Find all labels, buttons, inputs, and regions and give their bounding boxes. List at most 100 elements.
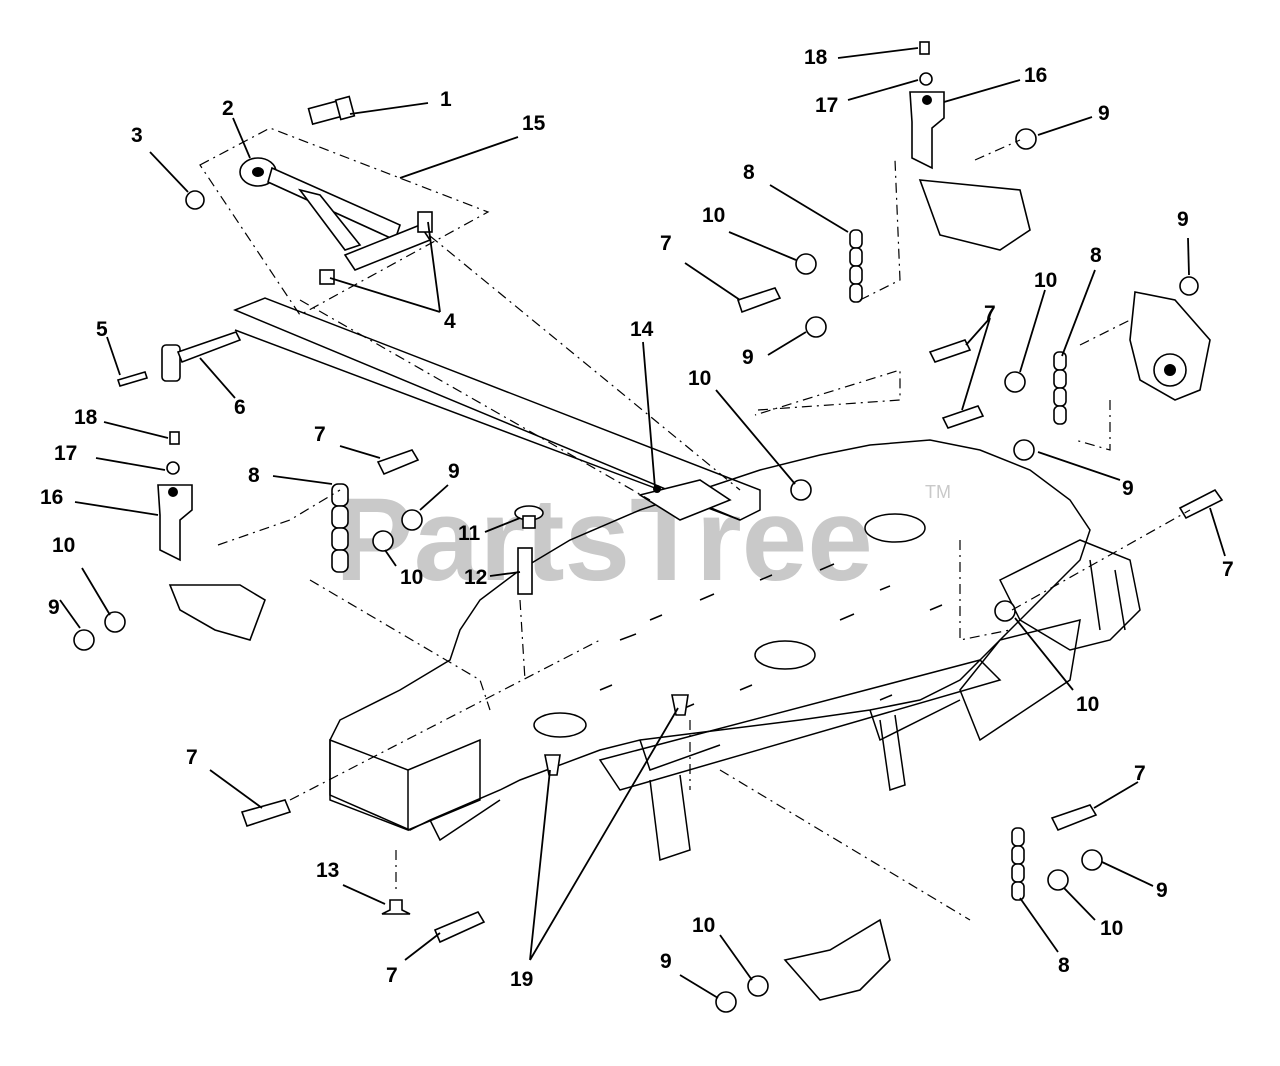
callout-9-mid[interactable]: 9 [448, 460, 460, 483]
callout-9-bottom-right[interactable]: 9 [1156, 879, 1168, 902]
nut-9-bottom-icon [715, 991, 737, 1013]
nut-9-right-icon [1179, 276, 1199, 296]
callout-10-bottom[interactable]: 10 [692, 914, 715, 937]
plate-14-icon [637, 479, 732, 521]
pivot-arm-2-icon [239, 157, 432, 271]
callout-17-right[interactable]: 17 [815, 94, 838, 117]
lift-bracket-left-icon [168, 584, 266, 641]
callout-8-right[interactable]: 8 [1090, 244, 1102, 267]
bolt-7-right-upper-icon [928, 339, 972, 363]
callout-17-left[interactable]: 17 [54, 442, 77, 465]
bolt-7-bottom-right-icon [1050, 804, 1098, 832]
callout-7-bottom-right[interactable]: 7 [1134, 762, 1146, 785]
callout-10-upper-center[interactable]: 10 [702, 204, 725, 227]
callout-9-bottom[interactable]: 9 [660, 950, 672, 973]
nut-9-bottom-right-icon [1081, 849, 1103, 871]
bolt-7-left-upper-icon [376, 449, 420, 476]
right-rear-hanger [959, 539, 1141, 742]
callout-11[interactable]: 11 [458, 522, 481, 545]
callout-8-bottom[interactable]: 8 [1058, 954, 1070, 977]
bolt-7-upper-center-icon [736, 287, 782, 314]
bolt-1-icon [307, 95, 356, 126]
washer-17-left-icon [166, 461, 180, 475]
pivot-plate-right-icon [1129, 291, 1211, 401]
callout-labels: 1 2 3 15 4 5 6 18 17 16 9 8 10 7 9 14 9 … [40, 46, 1234, 991]
callout-16-left[interactable]: 16 [40, 486, 63, 509]
nut-10-right-deck-icon [994, 600, 1016, 622]
bolt-13-icon [381, 899, 411, 915]
callout-9-far-left[interactable]: 9 [48, 596, 60, 619]
callout-7-left-upper[interactable]: 7 [314, 423, 326, 446]
nut-9-right-top-icon [1015, 128, 1037, 150]
nut-10-mid-icon [372, 530, 394, 552]
callout-9-right[interactable]: 9 [1177, 208, 1189, 231]
carriage-bolt-19b-icon [671, 694, 689, 716]
bushing-4a-icon [417, 211, 433, 233]
watermark-text: PartsTree [335, 474, 873, 606]
callout-10-bottom-right[interactable]: 10 [1100, 917, 1123, 940]
bolt-7-right-lower-icon [941, 405, 985, 429]
callout-7-upper-center[interactable]: 7 [660, 232, 672, 255]
callout-7-right-upper[interactable]: 7 [984, 302, 996, 325]
nut-10-bottom-icon [747, 975, 769, 997]
callout-16-right[interactable]: 16 [1024, 64, 1047, 87]
callout-5[interactable]: 5 [96, 318, 108, 341]
callout-7-bottom[interactable]: 7 [386, 964, 398, 987]
callout-10-left[interactable]: 10 [52, 534, 75, 557]
callout-2[interactable]: 2 [222, 97, 234, 120]
lift-bracket-right-icon [918, 179, 1031, 251]
assembly-lines [199, 127, 1191, 921]
leader-lines [59, 47, 1226, 999]
callout-8-left[interactable]: 8 [248, 464, 260, 487]
callout-15[interactable]: 15 [522, 112, 546, 135]
spacer-12-icon [517, 547, 533, 595]
callout-14[interactable]: 14 [630, 318, 654, 341]
chain-8-right-icon [1053, 351, 1067, 425]
bolt-7-far-right-icon [1178, 488, 1224, 520]
callout-9-right-mid[interactable]: 9 [1122, 477, 1134, 500]
callout-4[interactable]: 4 [444, 310, 456, 333]
callout-3[interactable]: 3 [131, 124, 143, 147]
callout-10-center[interactable]: 10 [688, 367, 711, 390]
bolt-5-icon [116, 371, 149, 387]
bolt-18-right-icon [919, 41, 930, 55]
callout-7-lower-left[interactable]: 7 [186, 746, 198, 769]
nut-9-right-mid-icon [1013, 439, 1035, 461]
callout-19[interactable]: 19 [510, 968, 533, 991]
bushing-4b-icon [319, 269, 335, 285]
callout-13[interactable]: 13 [316, 859, 339, 882]
bolt-7-lower-left-icon [240, 799, 292, 828]
chain-8-left-icon [331, 483, 349, 573]
callout-10-right[interactable]: 10 [1034, 269, 1057, 292]
chain-8-upper-icon [849, 229, 863, 303]
callout-9-upper-center[interactable]: 9 [742, 346, 754, 369]
bracket-16-left-icon [157, 484, 193, 562]
callout-10-mid[interactable]: 10 [400, 566, 423, 589]
bracket-16-right-icon [909, 91, 945, 170]
knob-11-icon [514, 505, 544, 529]
nut-10-left-icon [104, 611, 126, 633]
lift-bracket-bottom-icon [783, 918, 891, 1001]
callout-18-left[interactable]: 18 [74, 406, 98, 429]
callout-9-right-top[interactable]: 9 [1098, 102, 1110, 125]
nut-3-icon [185, 190, 205, 210]
nut-10-bottom-right-icon [1047, 869, 1069, 891]
nut-10-upper-center-icon [795, 253, 817, 275]
callout-10-right-deck[interactable]: 10 [1076, 693, 1099, 716]
callout-6[interactable]: 6 [234, 396, 246, 419]
bolt-7-bottom-icon [433, 910, 486, 944]
callout-1[interactable]: 1 [440, 88, 452, 111]
nut-10-center-icon [790, 479, 812, 501]
nut-10-right-icon [1004, 371, 1026, 393]
callout-12[interactable]: 12 [464, 566, 487, 589]
callout-18-right[interactable]: 18 [804, 46, 828, 69]
nut-9-left-icon [73, 629, 95, 651]
callout-7-far-right[interactable]: 7 [1222, 558, 1234, 581]
nut-9-upper-center-icon [805, 316, 827, 338]
nut-9-mid-icon [401, 509, 423, 531]
callout-8-upper[interactable]: 8 [743, 161, 755, 184]
watermark-trademark: TM [925, 482, 951, 502]
bolt-18-left-icon [169, 431, 180, 445]
